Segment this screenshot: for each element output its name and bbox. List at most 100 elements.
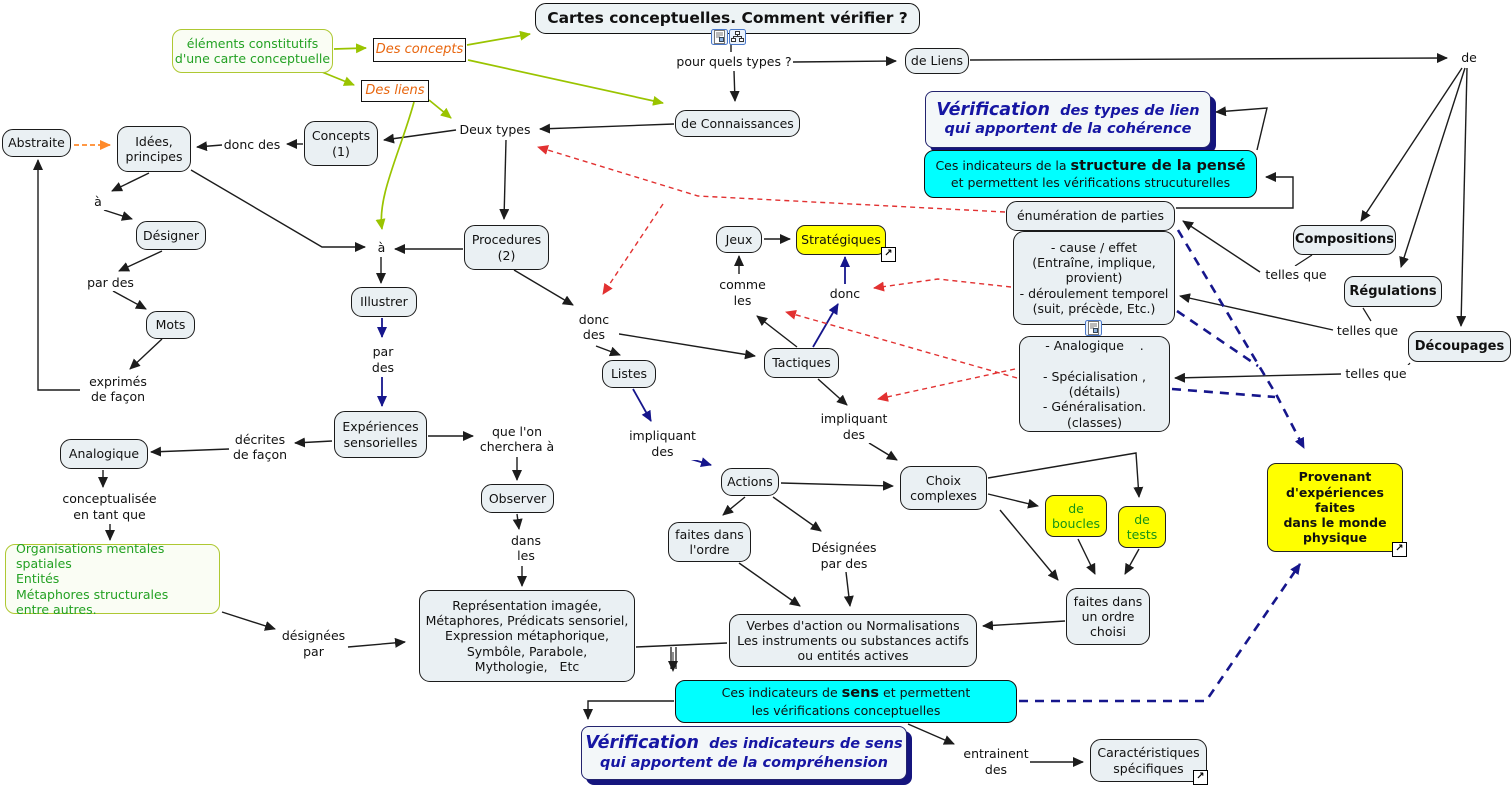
edge-faites-ordre-to-verbes (738, 562, 801, 607)
deux-types-label[interactable]: Deux types (457, 121, 533, 138)
analogique-spec-node[interactable]: - Analogique . - Spécialisation , (détai… (1019, 336, 1170, 432)
des-concepts-node[interactable]: Des concepts (373, 38, 466, 62)
donc-label[interactable]: donc (825, 285, 865, 302)
edge-spec-to-provenant (1171, 387, 1276, 399)
edge-exprimes-to-abstraite (33, 159, 80, 391)
telles-que-1-label[interactable]: telles que (1261, 266, 1331, 283)
illustrer-node[interactable]: Illustrer (351, 287, 417, 317)
faites-ordre-choisi-node[interactable]: faites dans un ordre choisi (1066, 588, 1150, 645)
title-resource-tree-icon[interactable] (729, 29, 746, 45)
edge-cause-effet-to-donc (873, 278, 1012, 292)
des-liens-node[interactable]: Des liens (361, 80, 429, 102)
faites-ordre-node[interactable]: faites dans l'ordre (668, 522, 751, 562)
edge-enumeration-to-deux-types (537, 145, 1006, 213)
edge-connaissances-to-deux-types (539, 123, 675, 134)
compositions-node[interactable]: Compositions (1293, 225, 1396, 255)
verbes-node[interactable]: Verbes d'action ou Normalisations Les in… (729, 614, 977, 667)
designer-node[interactable]: Désigner (136, 221, 206, 250)
procedures-node[interactable]: Procedures (2) (464, 225, 549, 270)
edge-mots-to-exprimes (129, 338, 163, 370)
decrites-label[interactable]: décrites de façon (230, 430, 290, 464)
edge-a1-to-designer (103, 209, 133, 221)
conceptualisee-label[interactable]: conceptualisée en tant que (61, 490, 158, 523)
de-liens-node[interactable]: de Liens (905, 48, 969, 74)
donc-des-2-label[interactable]: donc des (569, 309, 619, 345)
actions-node[interactable]: Actions (721, 468, 779, 496)
edge-de-to-regulations (1399, 67, 1466, 268)
edge-cause-effet-to-impliquant-2 (877, 368, 1016, 402)
edge-designees-par-to-representation (347, 637, 406, 648)
organisations-node[interactable]: Organisations mentales spatiales Entités… (5, 541, 220, 617)
de-label[interactable]: de (1456, 50, 1482, 66)
title-resource-doc-icon[interactable] (711, 29, 728, 45)
de-boucles-node[interactable]: de boucles (1045, 495, 1107, 537)
par-des-2-label[interactable]: par des (361, 343, 405, 376)
abstraite-node[interactable]: Abstraite (2, 129, 71, 157)
analogique-node[interactable]: Analogique (60, 439, 148, 469)
observer-node[interactable]: Observer (481, 484, 554, 513)
designees-par-des-label[interactable]: Désignées par des (808, 539, 880, 572)
telles-que-3-label[interactable]: telles que (1342, 365, 1410, 382)
cause-effet-node[interactable]: - cause / effet (Entraîne, implique, pro… (1013, 231, 1175, 325)
comme-les-label[interactable]: comme les (715, 276, 770, 309)
decoupages-node[interactable]: Découpages (1408, 331, 1511, 362)
edge-telles-2-to-cause-effet (1179, 293, 1334, 331)
cyan-sens-node[interactable]: Ces indicateurs de sens et permettent le… (675, 680, 1017, 723)
impliquant-des-1-label[interactable]: impliquant des (627, 427, 698, 460)
provenant-link-icon[interactable]: ↗ (1392, 542, 1407, 557)
telles-que-2-label[interactable]: telles que (1334, 322, 1401, 339)
edge-experiences-to-decrites (294, 437, 333, 448)
par-des-1-label[interactable]: par des (84, 274, 137, 291)
edge-tests-to-ordre-choisi (1124, 548, 1140, 575)
edge-cyan-structure-to-verif-types (1215, 106, 1268, 151)
designees-par-label[interactable]: désignées par (280, 627, 347, 660)
cause-effet-resource-doc-icon[interactable] (1085, 320, 1102, 336)
idees-principes-node[interactable]: Idées, principes (117, 126, 191, 172)
edge-ordre-choisi-to-verbes (982, 620, 1066, 631)
edge-elements-to-des-liens (321, 71, 355, 86)
caracteristiques-node[interactable]: Caractéristiques spécifiques (1090, 739, 1207, 782)
jeux-node[interactable]: Jeux (716, 226, 762, 253)
strategiques-node[interactable]: Stratégiques (796, 225, 886, 255)
verif-types-node[interactable]: Vérification des types de lien qui appor… (925, 91, 1211, 148)
que-lon-label[interactable]: que l'on cherchera à (477, 422, 557, 456)
edge-choix-to-ordre-choisi (999, 509, 1059, 581)
listes-node[interactable]: Listes (602, 360, 656, 388)
de-tests-node[interactable]: de tests (1118, 506, 1166, 548)
de-connaissances-node[interactable]: de Connaissances (675, 110, 800, 137)
concepts-1-node[interactable]: Concepts (1) (304, 121, 378, 166)
exprimes-label[interactable]: exprimés de façon (81, 373, 155, 405)
edge-designer-to-par-des (118, 250, 163, 272)
edge-de-to-compositions (1360, 67, 1463, 222)
mots-node[interactable]: Mots (146, 311, 195, 339)
caracteristiques-link-icon[interactable]: ↗ (1193, 770, 1208, 785)
experiences-node[interactable]: Expériences sensorielles (334, 411, 427, 458)
a-2-label[interactable]: à (372, 239, 391, 256)
cyan-structure-node[interactable]: Ces indicateurs de la structure de la pe… (924, 150, 1257, 198)
tactiques-node[interactable]: Tactiques (764, 348, 839, 378)
dans-les-label[interactable]: dans les (503, 531, 549, 565)
representation-node[interactable]: Représentation imagée, Métaphores, Prédi… (419, 590, 635, 682)
edge-liens-to-de (969, 53, 1448, 64)
edge-des-liens-to-deux-types (428, 99, 452, 119)
edge-des-liens-to-a2 (375, 101, 415, 230)
impliquant-des-2-label[interactable]: impliquant des (819, 410, 889, 443)
edge-enumeration-to-donc-des-2 (602, 203, 664, 295)
edge-choix-to-tests (987, 452, 1144, 498)
elements-node[interactable]: éléments constitutifs d'une carte concep… (172, 29, 333, 73)
edge-boucles-to-ordre-choisi (1077, 538, 1096, 575)
provenant-node[interactable]: Provenant d'expériences faites dans le m… (1267, 463, 1403, 552)
regulations-node[interactable]: Régulations (1344, 276, 1442, 307)
pour-quels-types-label[interactable]: pour quels types ? (676, 53, 792, 71)
entrainent-label[interactable]: entrainent des (962, 745, 1030, 778)
donc-des-1-label[interactable]: donc des (223, 136, 281, 153)
choix-complexes-node[interactable]: Choix complexes (900, 466, 987, 510)
edge-tactiques-to-donc (812, 303, 839, 348)
verif-sens-node[interactable]: Vérification des indicateurs de sens qui… (581, 726, 907, 780)
edge-types-label-to-connaissances (729, 70, 740, 102)
a-1-label[interactable]: à (88, 193, 108, 210)
edge-des-concepts-to-title (466, 30, 531, 46)
strategiques-link-icon[interactable]: ↗ (881, 247, 896, 262)
enumeration-node[interactable]: énumération de parties (1006, 201, 1175, 231)
